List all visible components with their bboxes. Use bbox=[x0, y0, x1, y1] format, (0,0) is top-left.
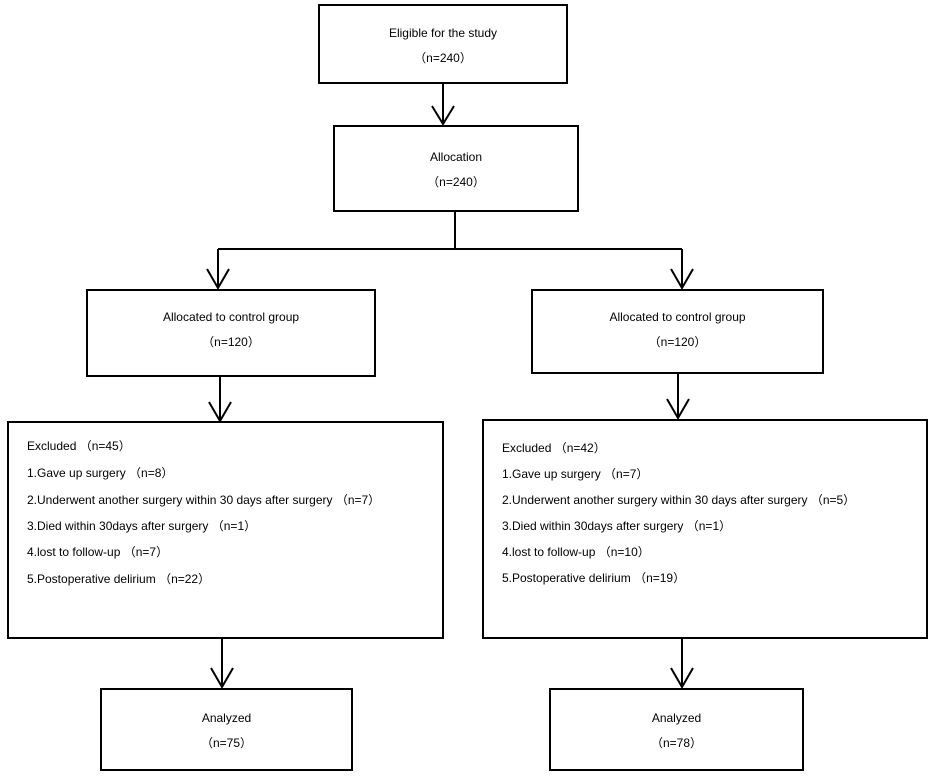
right-allocated-title: Allocated to control group bbox=[609, 310, 746, 324]
right-excluded-header: Excluded （n=42） bbox=[502, 441, 606, 455]
left-analyzed-count: （n=75） bbox=[200, 736, 253, 750]
right-analyzed-box: Analyzed （n=78） bbox=[549, 688, 804, 771]
left-allocated-box: Allocated to control group （n=120） bbox=[86, 289, 376, 377]
right-allocated-box: Allocated to control group （n=120） bbox=[531, 289, 824, 374]
arrowhead-right-analyzed bbox=[670, 667, 694, 689]
left-excluded-box: Excluded （n=45） 1.Gave up surgery （n=8） … bbox=[7, 421, 444, 639]
right-analyzed-count: （n=78） bbox=[650, 736, 703, 750]
left-analyzed-box: Analyzed （n=75） bbox=[100, 688, 353, 771]
arrowhead-right-allocated bbox=[670, 268, 694, 290]
left-allocated-count: （n=120） bbox=[202, 335, 260, 349]
left-excluded-item: 1.Gave up surgery （n=8） bbox=[27, 466, 174, 480]
right-excluded-item: 4.lost to follow-up （n=10） bbox=[502, 545, 650, 559]
arrowhead-right-excluded bbox=[666, 398, 690, 420]
eligible-box: Eligible for the study （n=240） bbox=[318, 4, 568, 84]
allocation-title: Allocation bbox=[429, 150, 483, 164]
right-excluded-item: 1.Gave up surgery （n=7） bbox=[502, 467, 649, 481]
left-excluded-item: 5.Postoperative delirium （n=22） bbox=[27, 572, 211, 586]
eligible-title: Eligible for the study bbox=[388, 26, 498, 40]
eligible-count: （n=240） bbox=[414, 51, 472, 65]
arrowhead-eligible-to-allocation bbox=[431, 105, 455, 126]
right-excluded-item: 5.Postoperative delirium （n=19） bbox=[502, 571, 686, 585]
allocation-box: Allocation （n=240） bbox=[333, 125, 579, 212]
left-analyzed-title: Analyzed bbox=[201, 711, 252, 725]
left-allocated-title: Allocated to control group bbox=[162, 310, 300, 324]
allocation-count: （n=240） bbox=[427, 175, 485, 189]
arrowhead-left-allocated bbox=[206, 268, 230, 290]
left-excluded-header: Excluded （n=45） bbox=[27, 439, 131, 453]
right-excluded-item: 3.Died within 30days after surgery （n=1） bbox=[502, 519, 732, 533]
arrowhead-left-analyzed bbox=[210, 667, 234, 689]
left-excluded-item: 4.lost to follow-up （n=7） bbox=[27, 545, 169, 559]
left-excluded-item: 3.Died within 30days after surgery （n=1） bbox=[27, 519, 257, 533]
right-excluded-item: 2.Underwent another surgery within 30 da… bbox=[502, 493, 856, 507]
left-excluded-item: 2.Underwent another surgery within 30 da… bbox=[27, 493, 381, 507]
right-allocated-count: （n=120） bbox=[648, 335, 707, 349]
right-excluded-box: Excluded （n=42） 1.Gave up surgery （n=7） … bbox=[482, 419, 928, 639]
right-analyzed-title: Analyzed bbox=[651, 711, 702, 725]
